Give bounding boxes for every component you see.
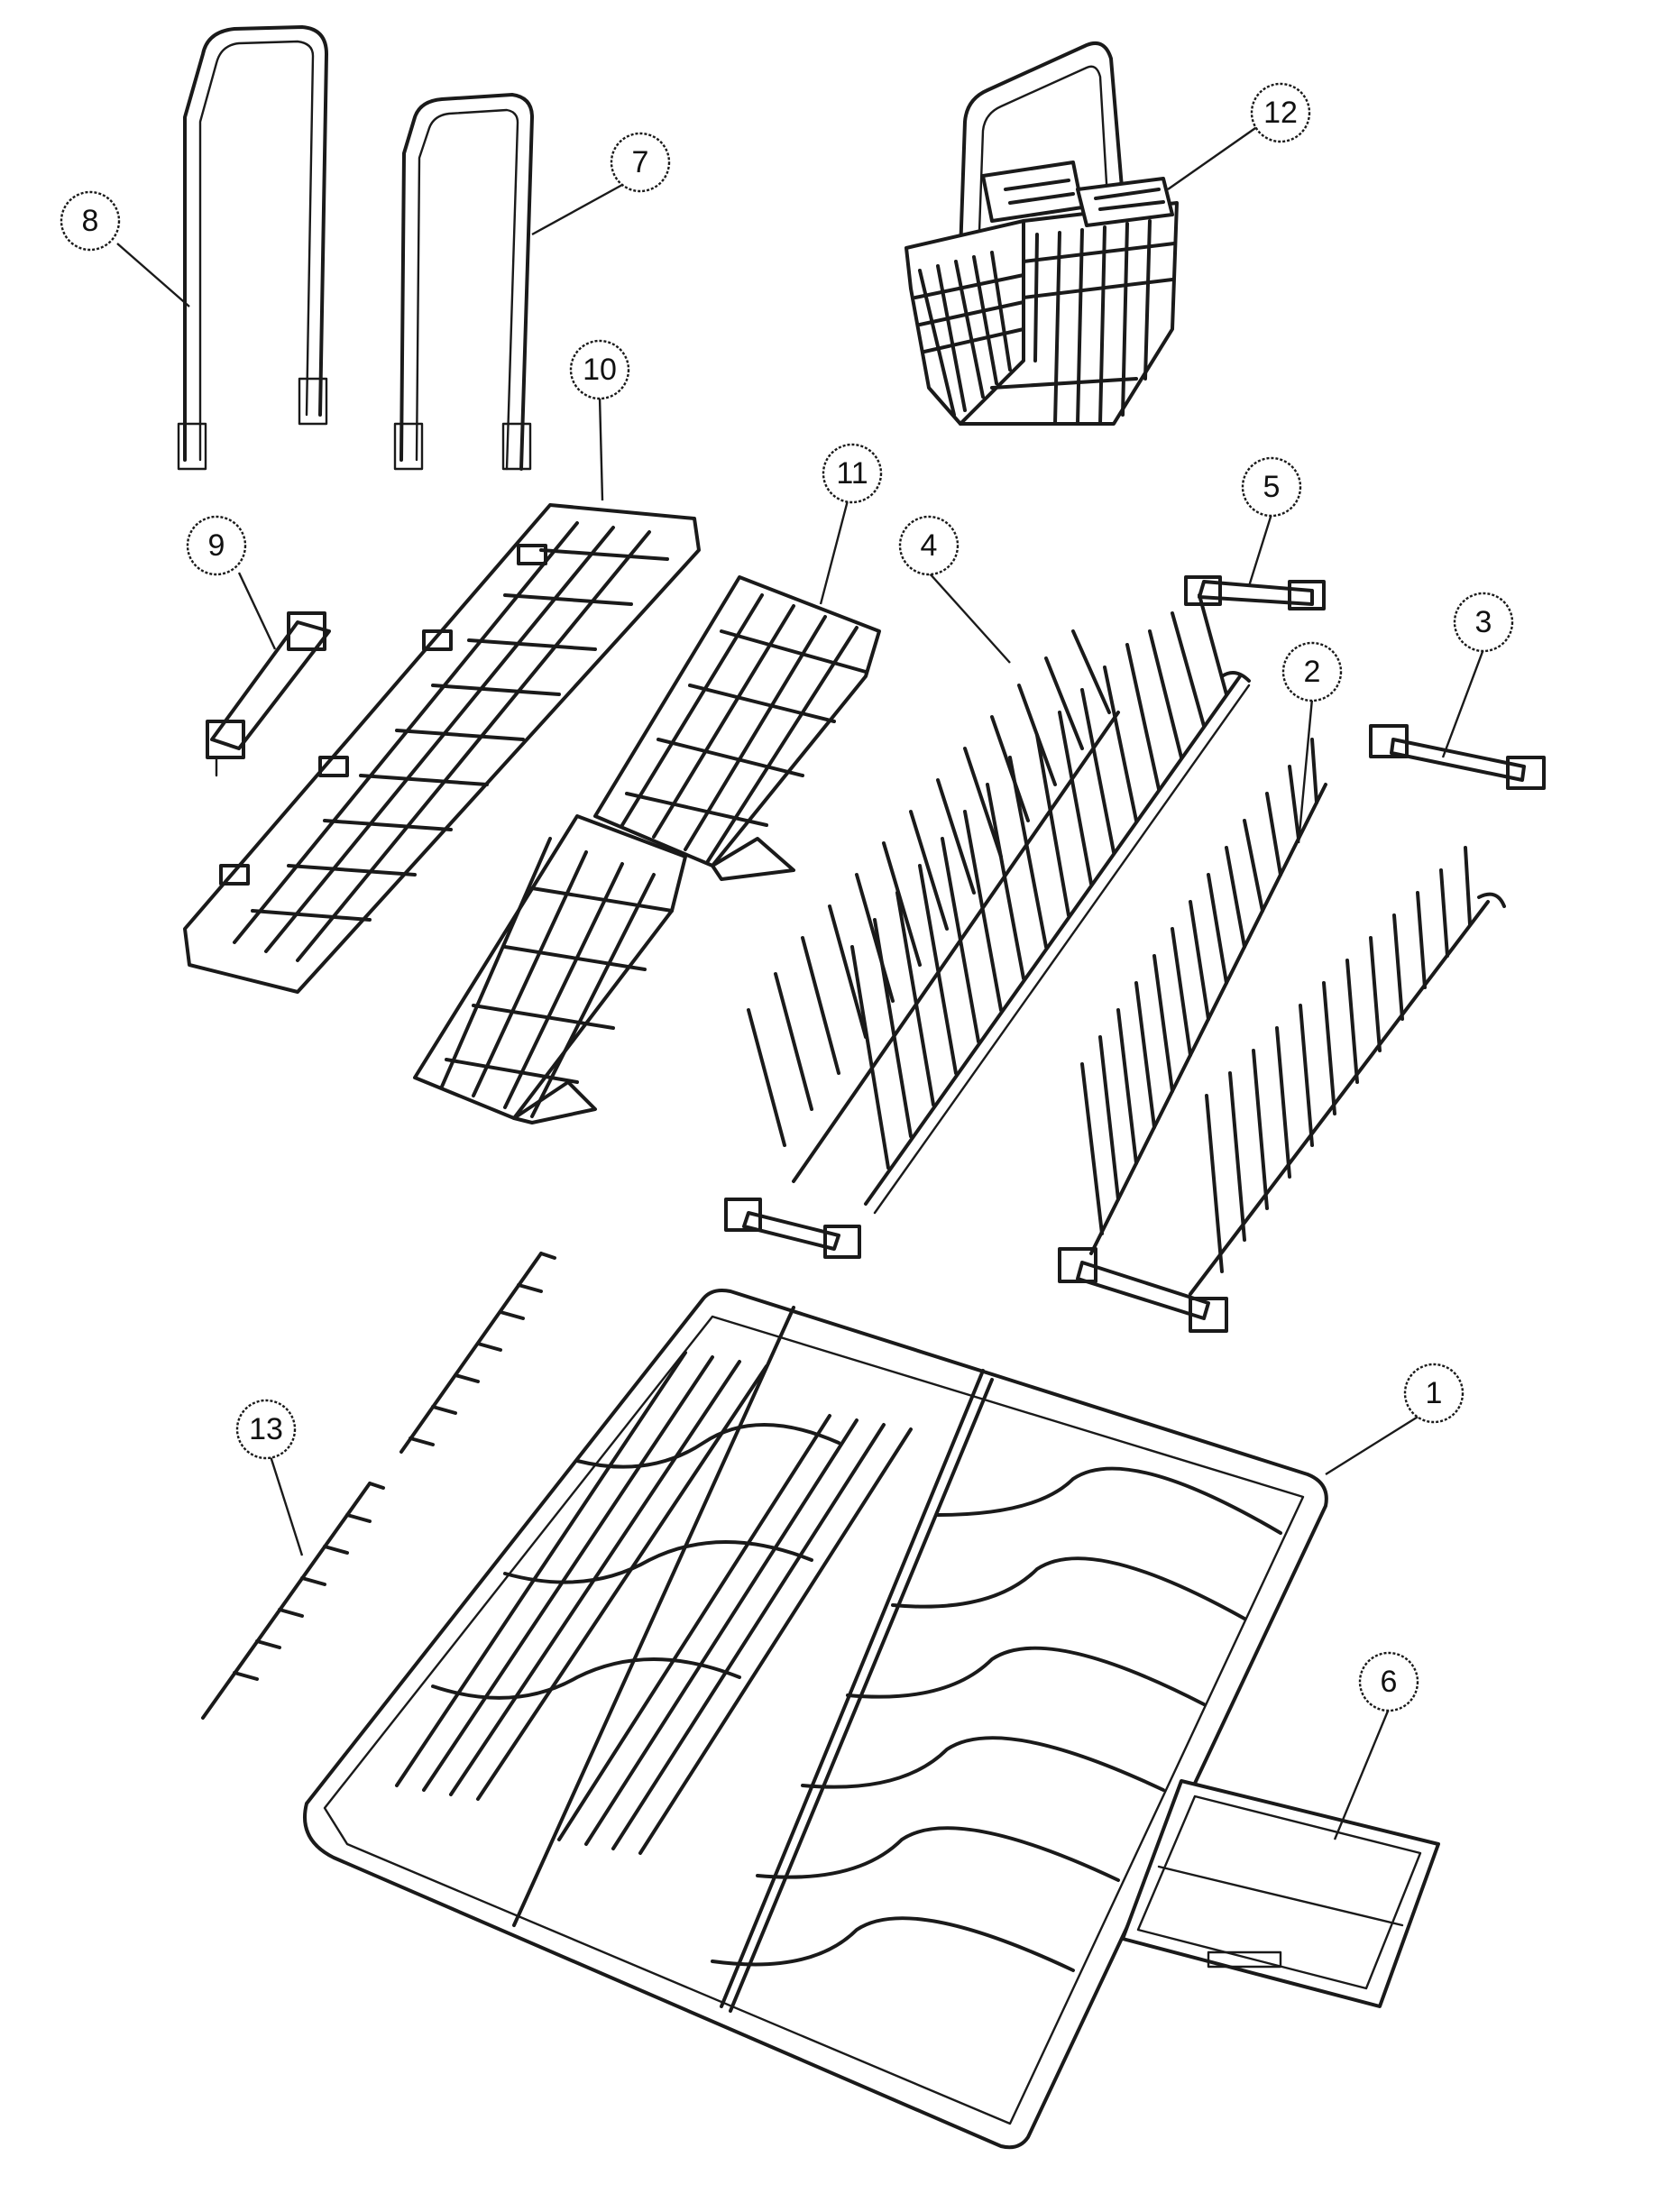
part-9-clip — [206, 611, 331, 777]
callout-12-label: 12 — [1263, 96, 1298, 130]
part-13-pegs — [201, 1252, 556, 1720]
part-2-lower-clip — [1058, 1247, 1228, 1333]
callout-7-label: 7 — [632, 145, 649, 179]
part-11-tilt-racks — [413, 575, 881, 1124]
part-7-handle — [393, 93, 534, 471]
callout-11: 11 — [822, 443, 883, 504]
part-12-cutlery-basket — [904, 41, 1179, 426]
callout-11-label: 11 — [836, 456, 868, 491]
callout-12: 12 — [1250, 82, 1311, 143]
leader-lines — [116, 125, 1485, 1840]
part-4-lower-clip — [724, 1198, 861, 1259]
callout-9-label: 9 — [208, 528, 225, 563]
part-3-clip — [1369, 724, 1546, 790]
part-4-tine-row — [747, 593, 1251, 1215]
callout-4: 4 — [898, 515, 960, 576]
callout-10-label: 10 — [583, 353, 617, 387]
callout-9: 9 — [186, 515, 247, 576]
callout-13-label: 13 — [249, 1412, 283, 1446]
callout-3: 3 — [1453, 592, 1514, 653]
part-1-basket-frame — [303, 1289, 1328, 2150]
callout-5: 5 — [1241, 456, 1302, 518]
part-6-tray — [1121, 1779, 1440, 2008]
callout-7: 7 — [610, 132, 671, 193]
callout-4-label: 4 — [921, 528, 938, 563]
callout-6: 6 — [1358, 1651, 1419, 1712]
callout-1-label: 1 — [1426, 1376, 1443, 1410]
callout-2-label: 2 — [1304, 655, 1321, 689]
callout-8: 8 — [60, 190, 121, 252]
part-5-clip — [1184, 575, 1326, 610]
callout-2: 2 — [1281, 641, 1343, 702]
callout-5-label: 5 — [1263, 470, 1281, 504]
callout-3-label: 3 — [1475, 605, 1492, 639]
callout-8-label: 8 — [82, 204, 99, 238]
part-2-double-tine-row — [1080, 738, 1506, 1296]
callout-10: 10 — [569, 339, 630, 400]
part-10-folding-rack — [183, 503, 701, 994]
part-8-handle — [177, 25, 328, 471]
callout-13: 13 — [235, 1399, 297, 1460]
callout-6-label: 6 — [1381, 1665, 1398, 1699]
callout-1: 1 — [1403, 1363, 1465, 1424]
